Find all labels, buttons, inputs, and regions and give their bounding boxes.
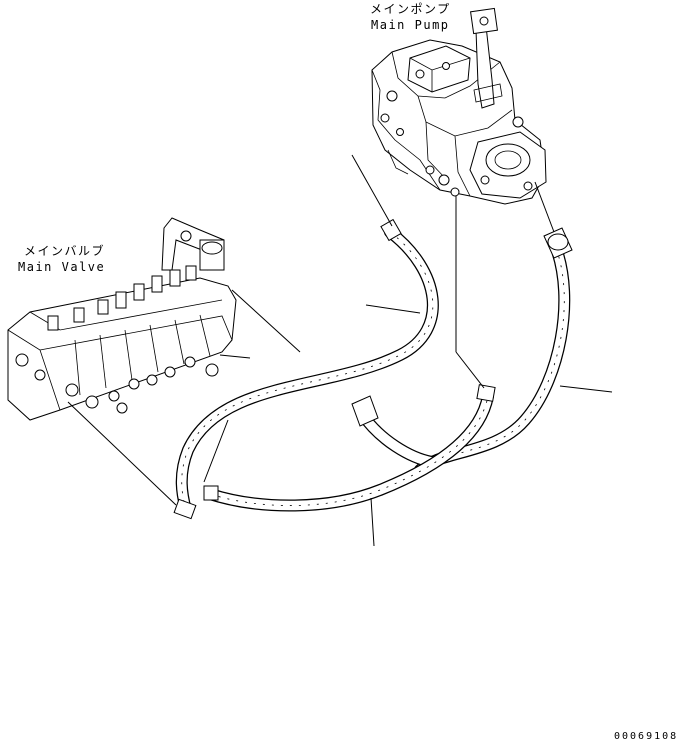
main-valve-label-jp: メインバルブ bbox=[24, 244, 106, 258]
main-pump-illustration bbox=[371, 7, 547, 205]
main-pump-label-jp: メインポンプ bbox=[370, 2, 451, 16]
valve-top-fittings bbox=[47, 265, 197, 331]
main-valve-illustration bbox=[7, 217, 237, 421]
leader-lines bbox=[67, 154, 613, 547]
main-pump-label: Main Pump bbox=[371, 18, 450, 32]
valve-lower-ports bbox=[65, 356, 219, 414]
hose-pump-to-valve bbox=[173, 218, 439, 520]
hose-pump-suction bbox=[414, 227, 573, 476]
document-number: 00069108 bbox=[614, 731, 679, 742]
main-valve-label: Main Valve bbox=[18, 260, 106, 274]
hose-tank-return bbox=[203, 384, 496, 512]
